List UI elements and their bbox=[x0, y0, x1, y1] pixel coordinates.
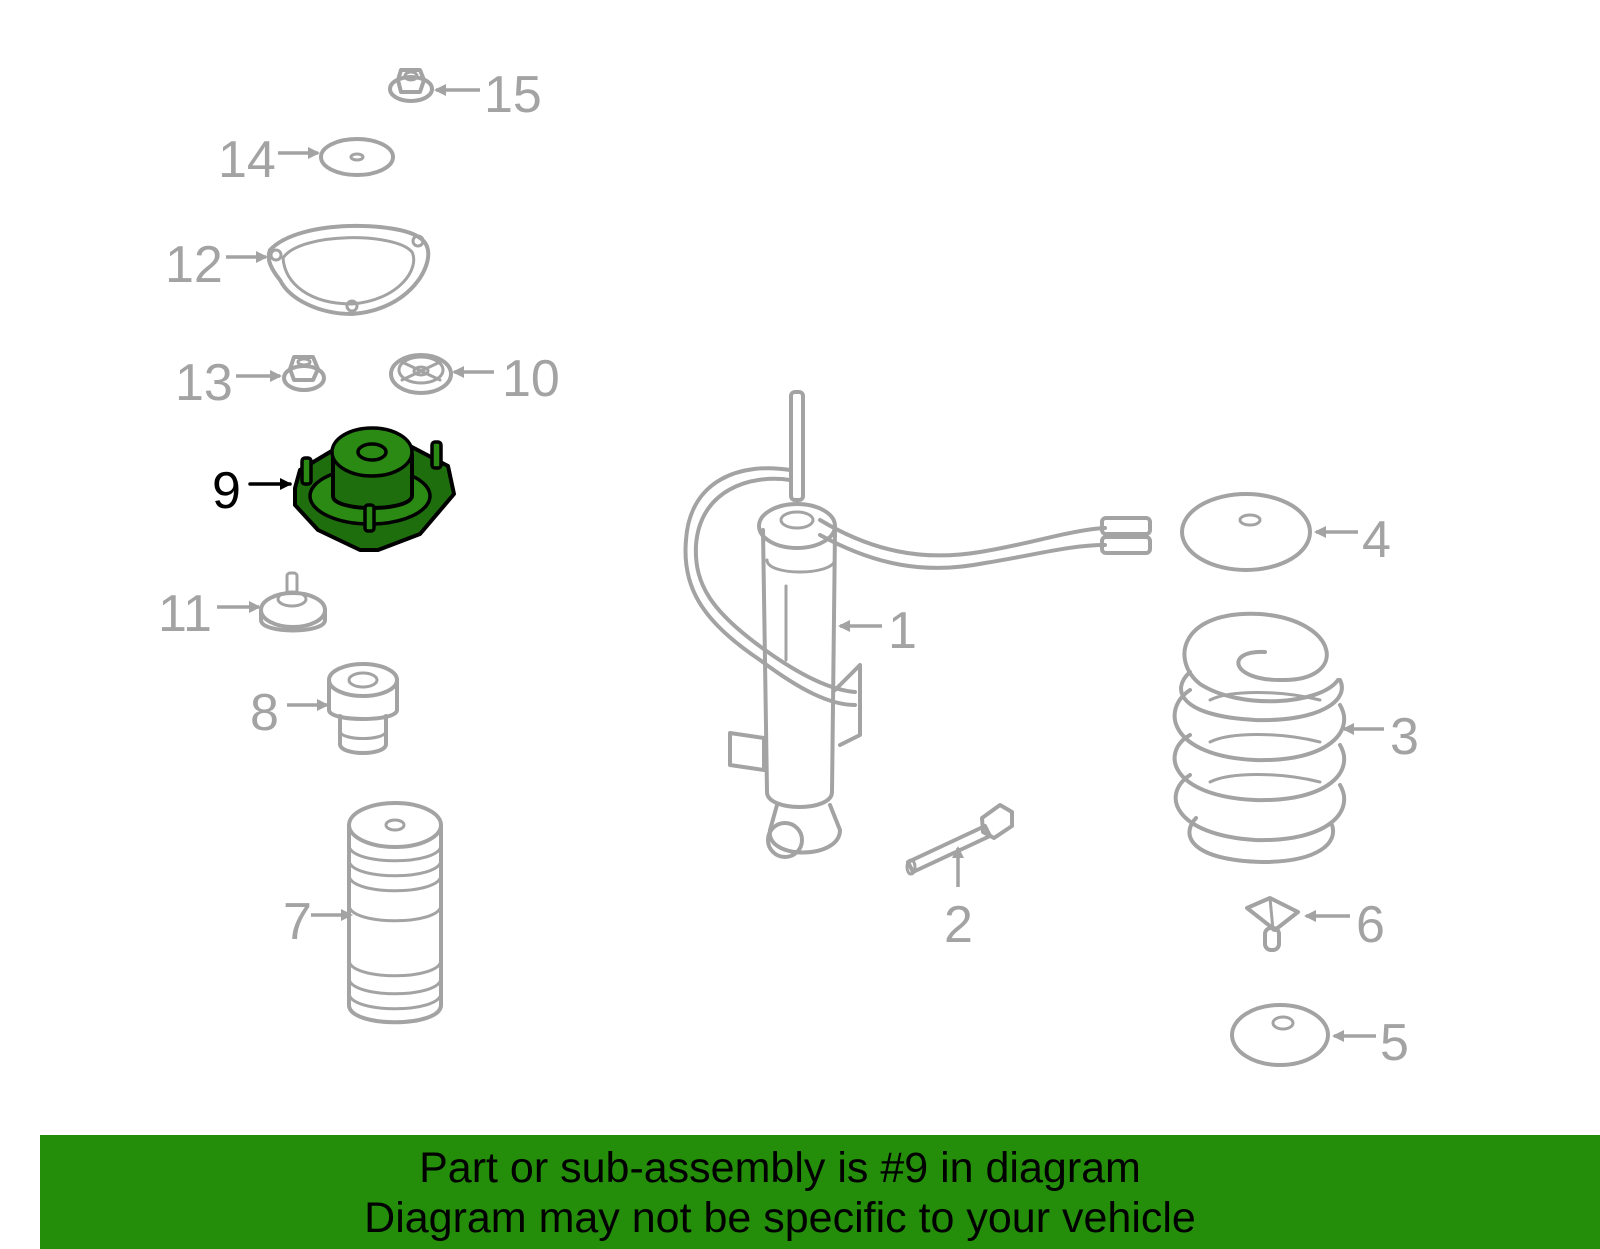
callout-10: 10 bbox=[502, 350, 560, 408]
part-4-spring-seat[interactable] bbox=[1180, 492, 1312, 572]
callout-8: 8 bbox=[250, 684, 279, 742]
callout-5: 5 bbox=[1380, 1014, 1409, 1072]
part-3-coil-spring[interactable] bbox=[1172, 611, 1347, 864]
callout-12: 12 bbox=[165, 236, 223, 294]
part-2-bolt[interactable] bbox=[905, 803, 1014, 876]
part-1-strut[interactable] bbox=[683, 390, 1152, 859]
part-6-clip[interactable] bbox=[1245, 896, 1300, 952]
part-11-pad[interactable] bbox=[259, 571, 327, 633]
part-10-cap[interactable] bbox=[389, 353, 453, 395]
part-8-bump-stop[interactable] bbox=[327, 662, 399, 755]
callout-9: 9 bbox=[212, 462, 241, 520]
callout-13: 13 bbox=[175, 354, 233, 412]
callout-3: 3 bbox=[1390, 708, 1419, 766]
part-14-washer[interactable] bbox=[319, 137, 395, 177]
info-banner: Part or sub-assembly is #9 in diagram Di… bbox=[40, 1135, 1600, 1249]
part-7-dust-boot[interactable] bbox=[347, 801, 443, 1025]
part-9-strut-mount[interactable] bbox=[293, 426, 456, 552]
part-5-lower-seat[interactable] bbox=[1230, 1003, 1330, 1067]
part-12-gasket[interactable] bbox=[266, 223, 431, 316]
banner-line-2: Diagram may not be specific to your vehi… bbox=[364, 1194, 1196, 1242]
part-15-nut[interactable] bbox=[388, 68, 434, 103]
banner-line-1: Part or sub-assembly is #9 in diagram bbox=[419, 1144, 1141, 1192]
callout-11: 11 bbox=[158, 585, 212, 643]
stud bbox=[300, 440, 443, 533]
callout-4: 4 bbox=[1362, 511, 1391, 569]
part-13-nut[interactable] bbox=[282, 355, 326, 392]
callout-7: 7 bbox=[283, 893, 312, 951]
callout-15: 15 bbox=[484, 66, 542, 124]
callout-1: 1 bbox=[888, 602, 917, 660]
callout-6: 6 bbox=[1356, 896, 1385, 954]
parts-diagram: 15 14 12 13 10 bbox=[158, 66, 1419, 1072]
callout-2: 2 bbox=[944, 896, 973, 954]
callout-14: 14 bbox=[218, 131, 276, 189]
